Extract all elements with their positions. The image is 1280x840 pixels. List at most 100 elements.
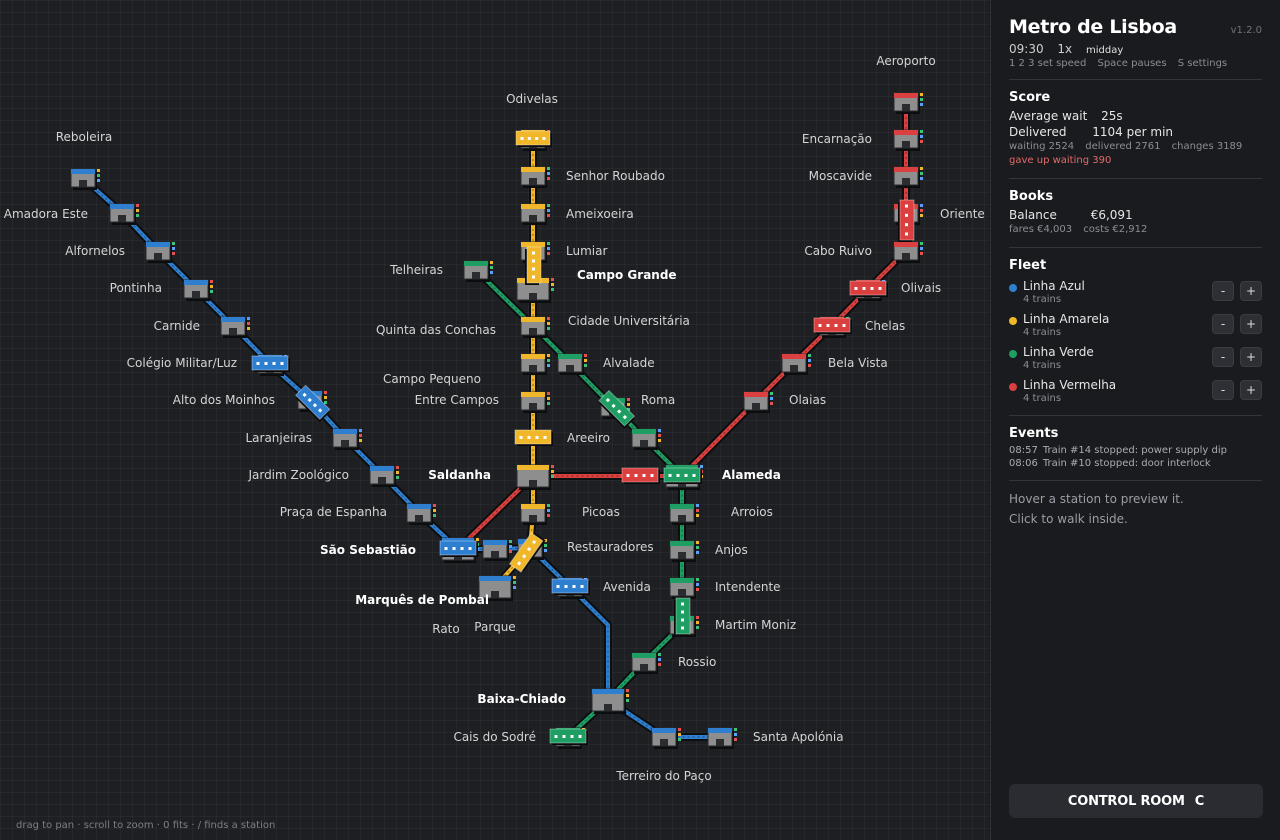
station-alfornelos[interactable]: [145, 241, 175, 263]
station-door: [529, 403, 537, 410]
train-amarela[interactable]: [514, 429, 553, 446]
station-roof: [632, 429, 656, 434]
station-encarna-o[interactable]: [893, 129, 923, 151]
station-bela-vista[interactable]: [781, 353, 811, 375]
remove-train-button-vermelha[interactable]: -: [1212, 380, 1234, 400]
station-parque[interactable]: [482, 539, 512, 561]
station-amadora-este[interactable]: [109, 203, 139, 225]
remove-train-button-verde[interactable]: -: [1212, 347, 1234, 367]
control-room-button[interactable]: CONTROL ROOM C: [1009, 784, 1263, 818]
station-label: Alfornelos: [65, 244, 125, 258]
station-jardim-zool-gico[interactable]: [369, 465, 399, 487]
books-stats: fares €4,003 costs €2,912: [1009, 223, 1262, 237]
station-marqu-s-de-pombal[interactable]: [478, 575, 516, 601]
station-roof: [479, 576, 511, 581]
train-vermelha[interactable]: [621, 467, 660, 484]
station-roof: [782, 354, 806, 359]
station-senhor-roubado[interactable]: [520, 166, 550, 188]
station-moscavide[interactable]: [893, 166, 923, 188]
station-laranjeiras[interactable]: [332, 428, 362, 450]
remove-train-button-amarela[interactable]: -: [1212, 314, 1234, 334]
train-azul[interactable]: [251, 355, 290, 372]
waiting-passenger: [696, 616, 699, 619]
train-window: [681, 626, 684, 630]
train-window: [570, 735, 574, 738]
waiting-passenger: [97, 179, 100, 182]
train-verde[interactable]: [598, 389, 636, 429]
train-window: [862, 287, 866, 290]
train-verde[interactable]: [674, 597, 691, 636]
fleet-line-name: Linha Azul: [1023, 279, 1085, 293]
train-amarela[interactable]: [525, 246, 542, 285]
waiting-passenger: [920, 247, 923, 250]
waiting-passenger: [396, 466, 399, 469]
train-verde[interactable]: [663, 467, 702, 484]
score-stats: waiting 2524 delivered 2761 changes 3189: [1009, 140, 1262, 154]
station-layer[interactable]: [70, 92, 923, 749]
game-speed[interactable]: 1x: [1057, 42, 1073, 56]
station-carnide[interactable]: [220, 316, 250, 338]
station-entre-campos[interactable]: [520, 391, 550, 413]
train-amarela[interactable]: [508, 531, 546, 573]
station-rossio[interactable]: [631, 652, 661, 674]
add-train-button-azul[interactable]: +: [1240, 281, 1262, 301]
station-areeiro[interactable]: [631, 428, 661, 450]
add-train-button-verde[interactable]: +: [1240, 347, 1262, 367]
remove-train-button-azul[interactable]: -: [1212, 281, 1234, 301]
add-train-button-amarela[interactable]: +: [1240, 314, 1262, 334]
station-santa-apol-nia[interactable]: [707, 727, 737, 749]
station-picoas[interactable]: [520, 503, 550, 525]
waiting-passenger: [808, 364, 811, 367]
train-amarela[interactable]: [515, 130, 552, 147]
station-telheiras[interactable]: [463, 260, 493, 282]
waiting-passenger: [544, 544, 547, 547]
station-saldanha[interactable]: [516, 464, 554, 490]
station-alvalade[interactable]: [557, 353, 587, 375]
waiting-passenger: [396, 471, 399, 474]
train-azul[interactable]: [294, 384, 331, 423]
train-vermelha[interactable]: [898, 199, 915, 242]
control-room-label: CONTROL ROOM: [1067, 793, 1185, 809]
station-label: Campo Grande: [577, 268, 677, 282]
train-window: [842, 324, 846, 327]
station-door: [529, 480, 537, 487]
delivered-count: delivered 2761: [1085, 141, 1161, 152]
station-campo-pequeno[interactable]: [520, 353, 550, 375]
station-pontinha[interactable]: [183, 279, 213, 301]
train-body: [551, 578, 589, 594]
waiting-passenger: [547, 504, 550, 507]
train-azul[interactable]: [439, 540, 478, 557]
waiting-passenger: [547, 167, 550, 170]
waiting-passenger: [626, 694, 629, 697]
waiting-passenger: [551, 470, 554, 473]
station-cidade-universit-ria[interactable]: [520, 316, 550, 338]
event-text: Train #10 stopped: door interlock: [1042, 458, 1211, 469]
waiting-passenger: [920, 93, 923, 96]
station-arroios[interactable]: [669, 503, 699, 525]
train-vermelha[interactable]: [813, 317, 852, 334]
station-aeroporto[interactable]: [893, 92, 923, 114]
event-text: Train #14 stopped: power supply dip: [1042, 445, 1227, 456]
train-vermelha[interactable]: [849, 280, 888, 297]
station-door: [604, 704, 612, 711]
station-door: [378, 477, 386, 484]
add-train-button-vermelha[interactable]: +: [1240, 380, 1262, 400]
station-cabo-ruivo[interactable]: [893, 241, 923, 263]
fleet-train-count: 4 trains: [1023, 327, 1062, 338]
station-anjos[interactable]: [669, 540, 699, 562]
train-window: [562, 735, 566, 738]
train-azul[interactable]: [551, 578, 590, 595]
station-ameixoeira[interactable]: [520, 203, 550, 225]
station-intendente[interactable]: [669, 577, 699, 599]
train-verde[interactable]: [549, 728, 588, 745]
station-reboleira[interactable]: [70, 168, 100, 190]
station-label: Avenida: [603, 580, 651, 594]
station-terreiro-do-pa-o[interactable]: [651, 727, 681, 749]
station-olaias[interactable]: [743, 391, 773, 413]
station-baixa-chiado[interactable]: [591, 688, 629, 714]
station-label: Baixa-Chiado: [477, 692, 566, 706]
station-pra-a-de-espanha[interactable]: [406, 503, 436, 525]
